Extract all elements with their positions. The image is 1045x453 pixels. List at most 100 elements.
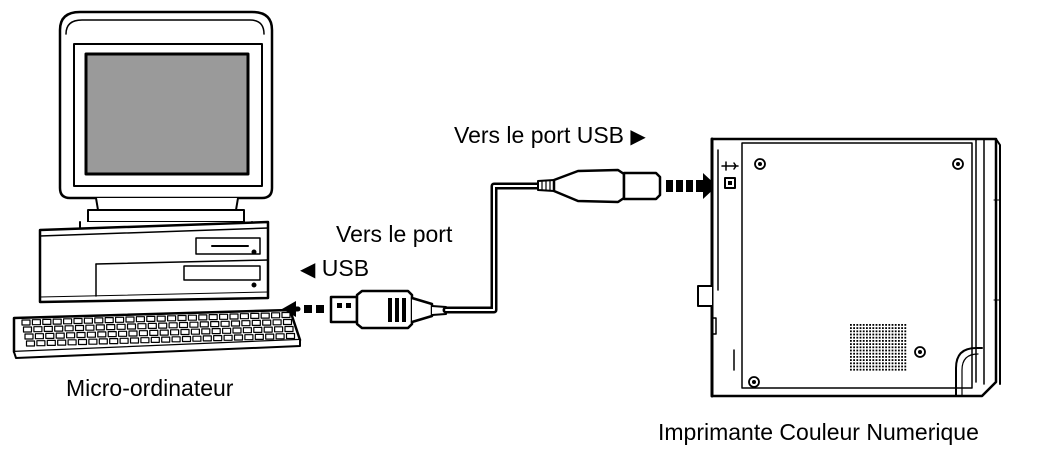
keyboard-key	[178, 321, 189, 329]
vent-hole	[882, 368, 884, 371]
vent-hole	[869, 356, 871, 358]
vent-hole	[882, 330, 884, 333]
vent-hole	[885, 349, 887, 352]
vent-hole	[885, 333, 887, 336]
keyboard-key	[211, 328, 221, 335]
keyboard-key	[104, 317, 114, 324]
vent-hole	[850, 346, 852, 349]
vent-hole	[856, 362, 859, 365]
vent-hole	[856, 368, 859, 371]
vent-hole	[850, 343, 852, 345]
keyboard-key	[67, 339, 77, 346]
vent-hole	[862, 330, 865, 333]
vent-hole	[875, 362, 878, 365]
vent-hole	[853, 356, 855, 358]
printer-screws	[748, 158, 964, 388]
vent-hole	[856, 346, 859, 349]
vent-hole	[856, 324, 859, 326]
vent-hole	[866, 333, 868, 336]
keyboard-key	[190, 328, 200, 335]
keyboard-key	[83, 317, 94, 324]
keyboard-key	[232, 327, 242, 334]
vent-hole	[894, 349, 897, 352]
vent-hole	[872, 362, 875, 365]
vent-hole	[856, 356, 859, 358]
vent-hole	[894, 333, 897, 336]
vent-hole	[872, 346, 875, 349]
keyboard-key	[161, 336, 171, 343]
vent-hole	[866, 352, 868, 355]
vent-hole	[853, 330, 855, 333]
keyboard-key	[149, 329, 159, 336]
vent-hole	[901, 359, 903, 361]
keyboard-key	[282, 318, 293, 326]
vent-hole	[866, 327, 868, 329]
keyboard-key	[52, 318, 62, 325]
vent-hole	[901, 333, 903, 336]
vent-hole	[904, 356, 907, 358]
vent-hole	[869, 324, 871, 326]
vent-hole	[872, 327, 875, 329]
vent-hole	[869, 343, 871, 345]
keyboard-key	[281, 311, 291, 319]
vent-hole	[856, 359, 859, 361]
vent-hole	[875, 324, 878, 326]
vent-hole	[901, 340, 903, 342]
vent-hole	[882, 356, 884, 358]
computer-caption: Micro-ordinateur	[66, 375, 234, 401]
keyboard-key	[192, 335, 202, 342]
printer-vent-grille	[850, 324, 907, 371]
vent-hole	[878, 340, 881, 342]
keyboard-key	[167, 315, 177, 322]
vent-hole	[875, 365, 878, 368]
keyboard-key	[64, 325, 74, 332]
vent-hole	[859, 330, 862, 333]
vent-hole	[894, 365, 897, 368]
vent-hole	[894, 330, 897, 333]
keyboard-key	[210, 321, 220, 328]
vent-hole	[862, 359, 865, 361]
vent-hole	[869, 368, 871, 371]
vent-hole	[885, 352, 887, 355]
keyboard-key	[202, 335, 212, 342]
vent-hole	[888, 352, 891, 355]
keyboard-key	[159, 329, 169, 336]
vent-hole	[882, 333, 884, 336]
vent-hole	[850, 356, 852, 358]
keyboard-key	[94, 317, 104, 324]
keyboard-key	[263, 326, 273, 333]
vent-hole	[853, 343, 855, 345]
vent-hole	[859, 340, 862, 342]
computer-port-label-usb: USB	[321, 255, 370, 281]
vent-hole	[894, 327, 897, 329]
vent-hole	[862, 336, 865, 339]
vent-hole	[872, 343, 875, 345]
vent-hole	[878, 343, 881, 345]
vent-hole	[856, 340, 859, 342]
vent-hole	[859, 365, 862, 368]
computer-keyboard	[12, 308, 302, 359]
keyboard-key	[275, 333, 285, 340]
keyboard-key	[21, 319, 31, 326]
keyboard-key	[107, 331, 117, 338]
vent-hole	[856, 349, 859, 352]
vent-hole	[862, 356, 865, 358]
vent-hole	[850, 324, 852, 326]
vent-hole	[853, 333, 855, 336]
vent-hole	[891, 336, 894, 339]
vent-hole	[904, 359, 907, 361]
printer-port-label-text: Vers le port USB	[454, 122, 625, 148]
keyboard-key	[272, 319, 282, 326]
vent-hole	[878, 368, 881, 371]
vent-hole	[898, 343, 900, 345]
vent-hole	[850, 362, 852, 365]
vent-hole	[850, 340, 852, 342]
vent-hole	[850, 349, 852, 352]
vent-hole	[878, 327, 881, 329]
vent-hole	[875, 349, 878, 352]
keyboard-key	[128, 330, 138, 337]
keyboard-key	[43, 325, 53, 332]
vent-hole	[894, 340, 897, 342]
vent-hole	[891, 346, 894, 349]
vent-hole	[885, 346, 887, 349]
